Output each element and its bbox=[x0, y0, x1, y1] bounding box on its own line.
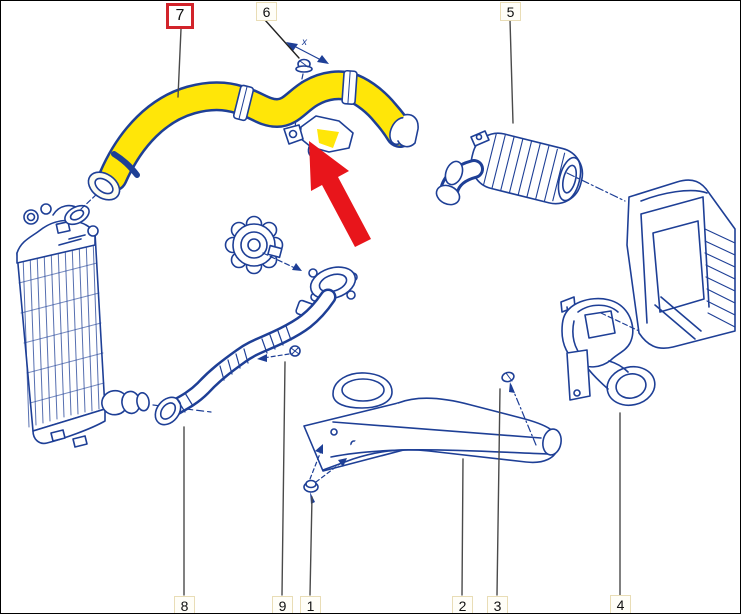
callout-9[interactable]: 9 bbox=[272, 596, 293, 613]
highlight-arrow bbox=[309, 141, 371, 247]
callout-6[interactable]: 6 bbox=[256, 2, 277, 21]
callout-5[interactable]: 5 bbox=[500, 2, 521, 21]
intake-hose-5-drawing bbox=[435, 130, 626, 206]
throttle-body-drawing bbox=[224, 215, 302, 275]
artwork: x bbox=[16, 19, 736, 596]
screw-1-drawing bbox=[303, 444, 347, 504]
resonator-drawing bbox=[560, 296, 656, 407]
direction-marker-label: x bbox=[301, 37, 308, 48]
air-filter-box-drawing bbox=[626, 179, 736, 349]
callout-4[interactable]: 4 bbox=[610, 595, 631, 613]
air-duct-drawing bbox=[303, 372, 562, 472]
lower-hose-drawing bbox=[154, 266, 358, 426]
callout-3[interactable]: 3 bbox=[487, 596, 508, 613]
callout-2[interactable]: 2 bbox=[452, 596, 473, 613]
highlighted-hose-drawing bbox=[87, 69, 419, 201]
intercooler-drawing bbox=[16, 192, 212, 448]
clamp-screw-9-drawing bbox=[257, 345, 301, 362]
callout-8[interactable]: 8 bbox=[174, 596, 195, 613]
callout-1[interactable]: 1 bbox=[300, 596, 321, 613]
leader-lines bbox=[177, 19, 621, 596]
screw-3-drawing bbox=[501, 371, 537, 446]
callout-7[interactable]: 7 bbox=[166, 3, 194, 29]
